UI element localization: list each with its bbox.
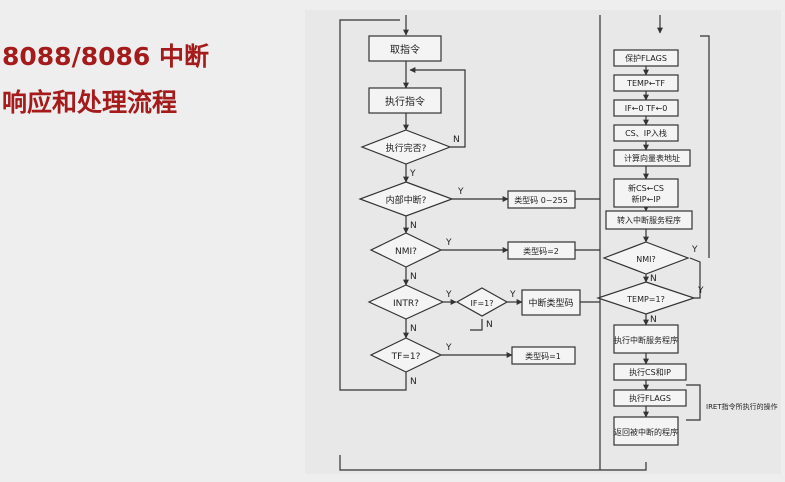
slide-title: 8088/8086 中断 响应和处理流程 <box>2 34 302 126</box>
n-label-nmi-check: N <box>650 274 657 284</box>
n-label-temp-check: N <box>650 315 657 325</box>
if-diamond <box>455 287 509 317</box>
nmi-label: NMI? <box>395 247 417 257</box>
y-label-temp-check: Y <box>697 286 704 296</box>
clear-if-tf-box <box>613 99 679 117</box>
n-label-internal: N <box>410 221 417 231</box>
internal-diamond <box>358 181 454 217</box>
type1-label: 类型码=1 <box>525 351 561 361</box>
n-label-nmi: N <box>410 272 417 282</box>
tf-diamond <box>369 337 443 373</box>
nmi-check-diamond <box>602 241 690 275</box>
single-step-label: 执行完否? <box>386 142 427 154</box>
exec-isr-label: 执行中断服务程序 <box>614 335 678 345</box>
type-code-box <box>507 190 576 209</box>
y-label-tf: Y <box>445 343 452 353</box>
get-vector-box <box>521 289 581 316</box>
execute-label: 执行指令 <box>385 95 425 108</box>
branch-labels: N Y Y N Y N Y N Y N Y N Y N Y N <box>409 135 704 387</box>
y-label-single-step: Y <box>409 169 416 179</box>
intr-label: INTR? <box>393 299 419 309</box>
pop-cs-ip-label: 执行CS和IP <box>629 367 671 377</box>
nmi-diamond <box>369 232 443 268</box>
single-step-diamond <box>360 129 452 165</box>
temp-check-label: TEMP=1? <box>626 295 665 304</box>
type2-label: 类型码=2 <box>523 246 559 256</box>
temp-loop-line <box>689 257 701 299</box>
title-line-2: 响应和处理流程 <box>2 88 178 117</box>
right-connectors <box>643 66 701 421</box>
nmi-check-label: NMI? <box>636 255 656 264</box>
temp-tf-label: TEMP←TF <box>626 79 665 88</box>
if-label: IF=1? <box>471 299 494 308</box>
push-cs-ip-box <box>613 124 679 142</box>
y-label-nmi-check: Y <box>691 245 698 255</box>
n-label-if: N <box>486 320 493 330</box>
type1-box <box>511 346 576 365</box>
clear-if-tf-label: IF←0 TF←0 <box>625 104 668 113</box>
temp-tf-box <box>613 74 679 92</box>
internal-label: 内部中断? <box>386 194 427 206</box>
nmi-loop-line <box>700 35 710 258</box>
n-label-tf: N <box>410 377 417 387</box>
n-label-intr: N <box>410 324 417 334</box>
load-cs-label: 新CS←CS <box>628 183 664 193</box>
type-code-label: 类型码 0~255 <box>514 195 568 205</box>
iret-note: IRET指令所执行的操作 <box>706 402 778 411</box>
fetch-box <box>368 35 442 62</box>
y-label-intr: Y <box>445 290 452 300</box>
return-label: 返回被中断的程序 <box>614 427 678 437</box>
fetch-label: 取指令 <box>390 43 420 56</box>
tf-label: TF=1? <box>391 352 421 362</box>
temp-check-diamond <box>596 281 696 315</box>
return-box <box>613 416 679 446</box>
load-cs-ip-box <box>613 178 679 208</box>
left-connectors <box>339 15 647 471</box>
pop-flags-box <box>613 389 687 407</box>
pop-cs-ip-box <box>613 363 687 381</box>
pop-flags-label: 执行FLAGS <box>629 393 671 403</box>
calc-vector-label: 计算向量表地址 <box>624 153 680 163</box>
push-flags-box <box>613 49 679 67</box>
goto-isr-label: 转入中断服务程序 <box>617 215 681 225</box>
goto-isr-box <box>605 210 693 230</box>
push-cs-ip-label: CS、IP入栈 <box>625 128 667 138</box>
exec-isr-box <box>613 324 679 354</box>
n-label-single-step: N <box>453 135 460 145</box>
y-label-internal: Y <box>457 187 464 197</box>
intr-diamond <box>367 284 445 320</box>
calc-vector-box <box>613 149 691 167</box>
type2-box <box>507 241 576 260</box>
get-vector-label: 中断类型码 <box>528 297 573 309</box>
y-label-nmi: Y <box>445 238 452 248</box>
y-label-if: Y <box>509 290 516 300</box>
load-ip-label: 新IP←IP <box>631 194 660 204</box>
title-line-1: 8088/8086 中断 <box>2 42 209 71</box>
push-flags-label: 保护FLAGS <box>625 53 667 63</box>
execute-box <box>368 87 442 114</box>
